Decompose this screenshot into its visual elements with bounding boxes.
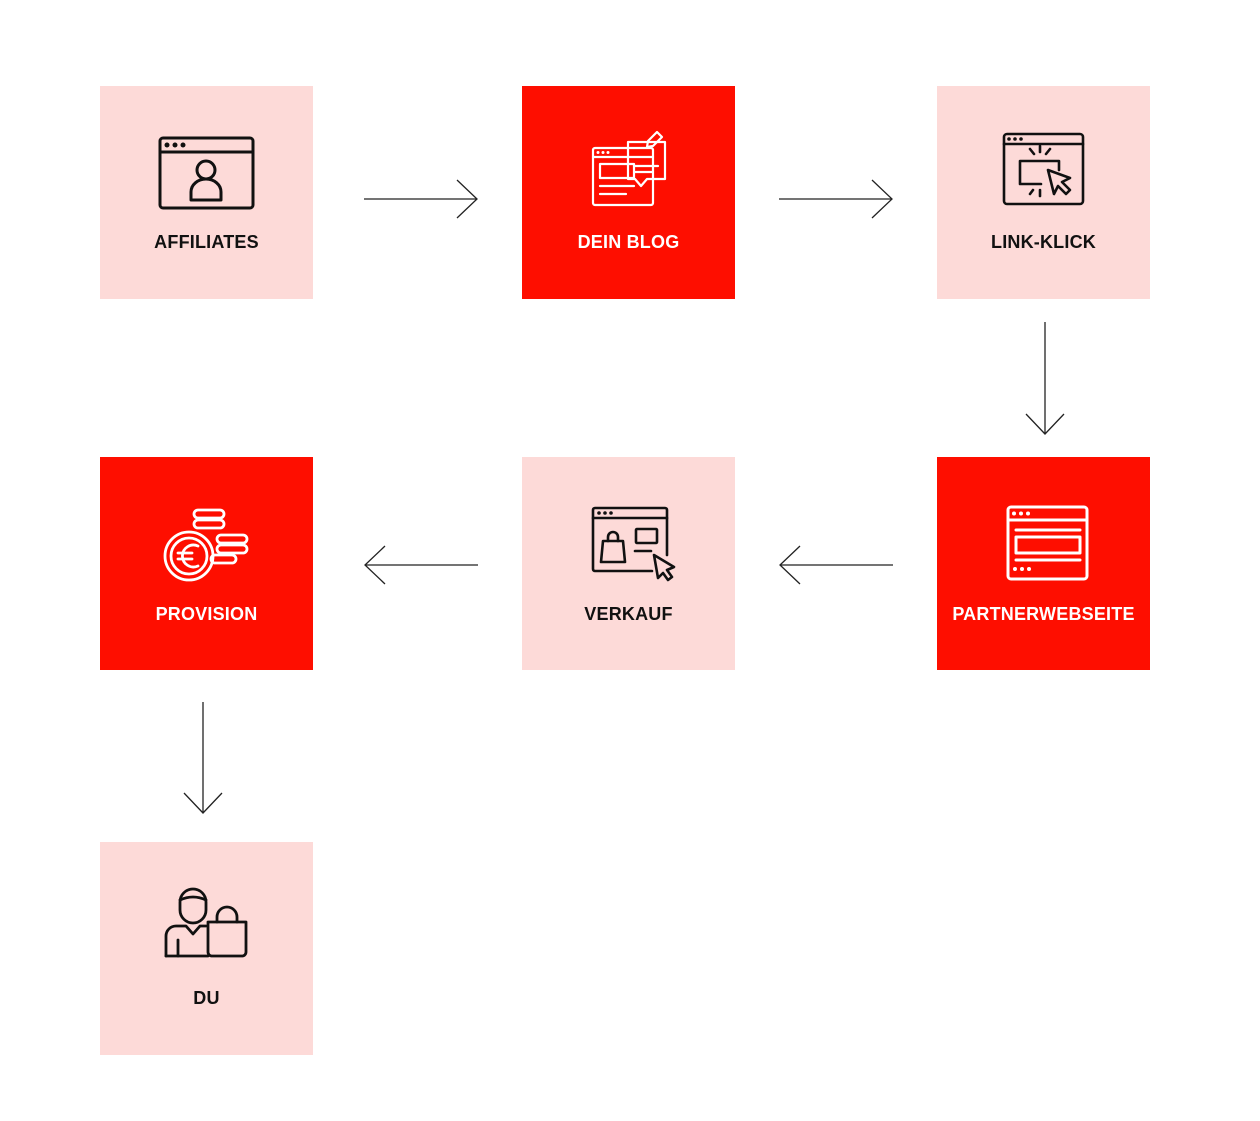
node-label: DU bbox=[193, 988, 220, 1008]
shop-browser-icon bbox=[591, 506, 676, 582]
blog-edit-icon bbox=[591, 130, 667, 207]
arrow-partner-to-verkauf bbox=[779, 545, 893, 585]
node-label: LINK-KLICK bbox=[991, 232, 1096, 252]
node-partnerwebseite: PARTNERWEBSEITE bbox=[937, 457, 1150, 670]
node-verkauf: VERKAUF bbox=[522, 457, 735, 670]
node-label: DEIN BLOG bbox=[577, 232, 680, 252]
node-provision: PROVISION bbox=[100, 457, 313, 670]
cursor-click-icon bbox=[1002, 132, 1085, 206]
node-du: DU bbox=[100, 842, 313, 1055]
node-affiliates: AFFILIATES bbox=[100, 86, 313, 299]
arrow-affiliates-to-blog bbox=[364, 179, 478, 219]
node-label: PROVISION bbox=[155, 604, 258, 624]
euro-coins-icon bbox=[163, 508, 249, 582]
arrow-verkauf-to-provision bbox=[364, 545, 478, 585]
arrow-provision-to-du bbox=[183, 702, 223, 814]
arrow-link-klick-to-partner bbox=[1025, 322, 1065, 435]
arrow-blog-to-link-klick bbox=[779, 179, 893, 219]
shopper-icon bbox=[164, 887, 248, 958]
node-link-klick: LINK-KLICK bbox=[937, 86, 1150, 299]
node-label: AFFILIATES bbox=[154, 232, 259, 252]
browser-window-icon bbox=[1006, 505, 1089, 581]
browser-user-icon bbox=[158, 136, 255, 210]
node-label: VERKAUF bbox=[584, 604, 673, 624]
node-dein-blog: DEIN BLOG bbox=[522, 86, 735, 299]
node-label: PARTNERWEBSEITE bbox=[952, 604, 1135, 624]
